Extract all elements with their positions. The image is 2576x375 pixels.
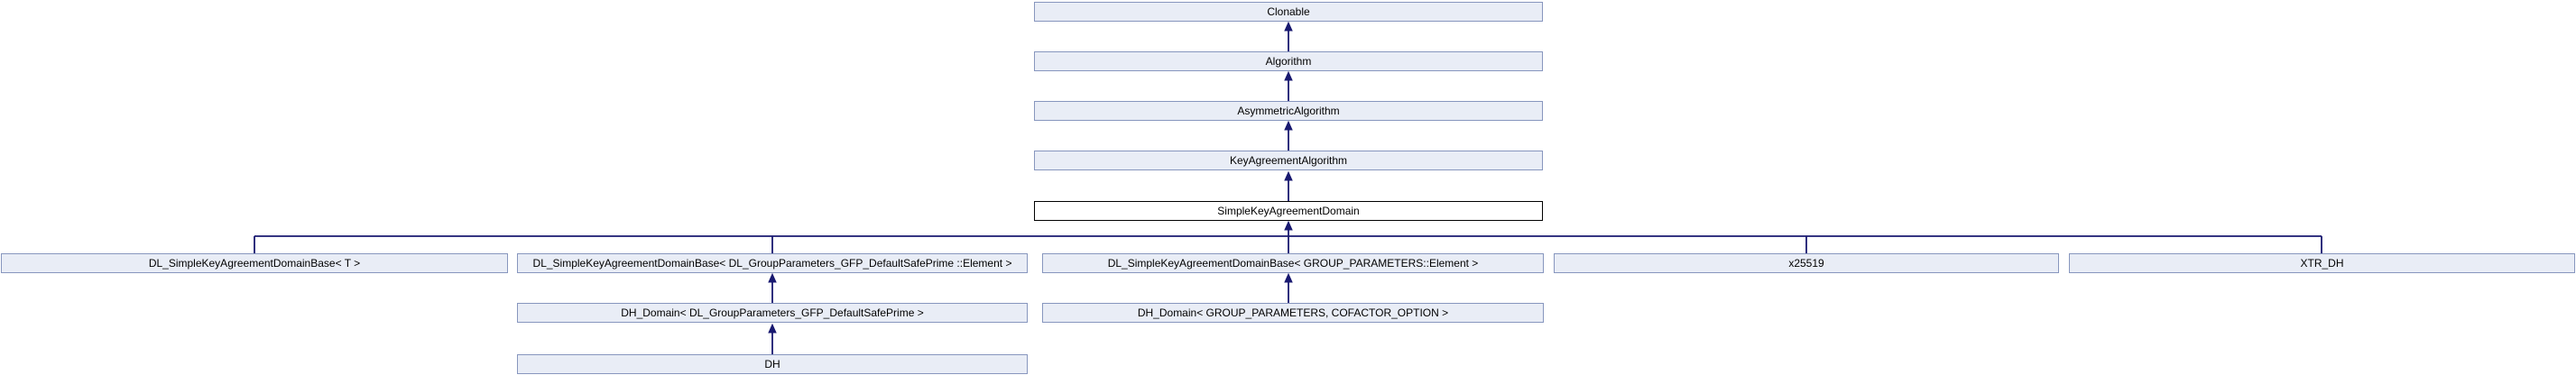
arrowhead-icon	[1284, 170, 1293, 181]
arrowhead-icon	[768, 323, 777, 334]
arrowhead-icon	[1284, 70, 1293, 81]
class-node-x25519[interactable]: x25519	[1554, 253, 2059, 273]
class-node-dh[interactable]: DH	[517, 354, 1028, 374]
class-node-algorithm[interactable]: Algorithm	[1034, 51, 1543, 71]
class-node-xtr-dh[interactable]: XTR_DH	[2069, 253, 2575, 273]
arrowhead-icon	[1284, 120, 1293, 131]
arrowhead-icon	[768, 272, 777, 283]
arrowhead-icon	[1284, 21, 1293, 32]
arrowhead-icon	[1284, 272, 1293, 283]
class-node-clonable[interactable]: Clonable	[1034, 2, 1543, 22]
class-node-asymmetric-algorithm[interactable]: AsymmetricAlgorithm	[1034, 101, 1543, 121]
class-node-dl-simplekeyagreementdomainbase-group-parameters[interactable]: DL_SimpleKeyAgreementDomainBase< GROUP_P…	[1042, 253, 1544, 273]
class-node-key-agreement-algorithm[interactable]: KeyAgreementAlgorithm	[1034, 151, 1543, 170]
arrowhead-icon	[1284, 220, 1293, 231]
class-node-simple-key-agreement-domain-current: SimpleKeyAgreementDomain	[1034, 201, 1543, 221]
class-node-dh-domain-gfp[interactable]: DH_Domain< DL_GroupParameters_GFP_Defaul…	[517, 303, 1028, 323]
class-node-dl-simplekeyagreementdomainbase-t[interactable]: DL_SimpleKeyAgreementDomainBase< T >	[1, 253, 508, 273]
class-node-dh-domain-group-parameters[interactable]: DH_Domain< GROUP_PARAMETERS, COFACTOR_OP…	[1042, 303, 1544, 323]
class-node-dl-simplekeyagreementdomainbase-gfp[interactable]: DL_SimpleKeyAgreementDomainBase< DL_Grou…	[517, 253, 1028, 273]
